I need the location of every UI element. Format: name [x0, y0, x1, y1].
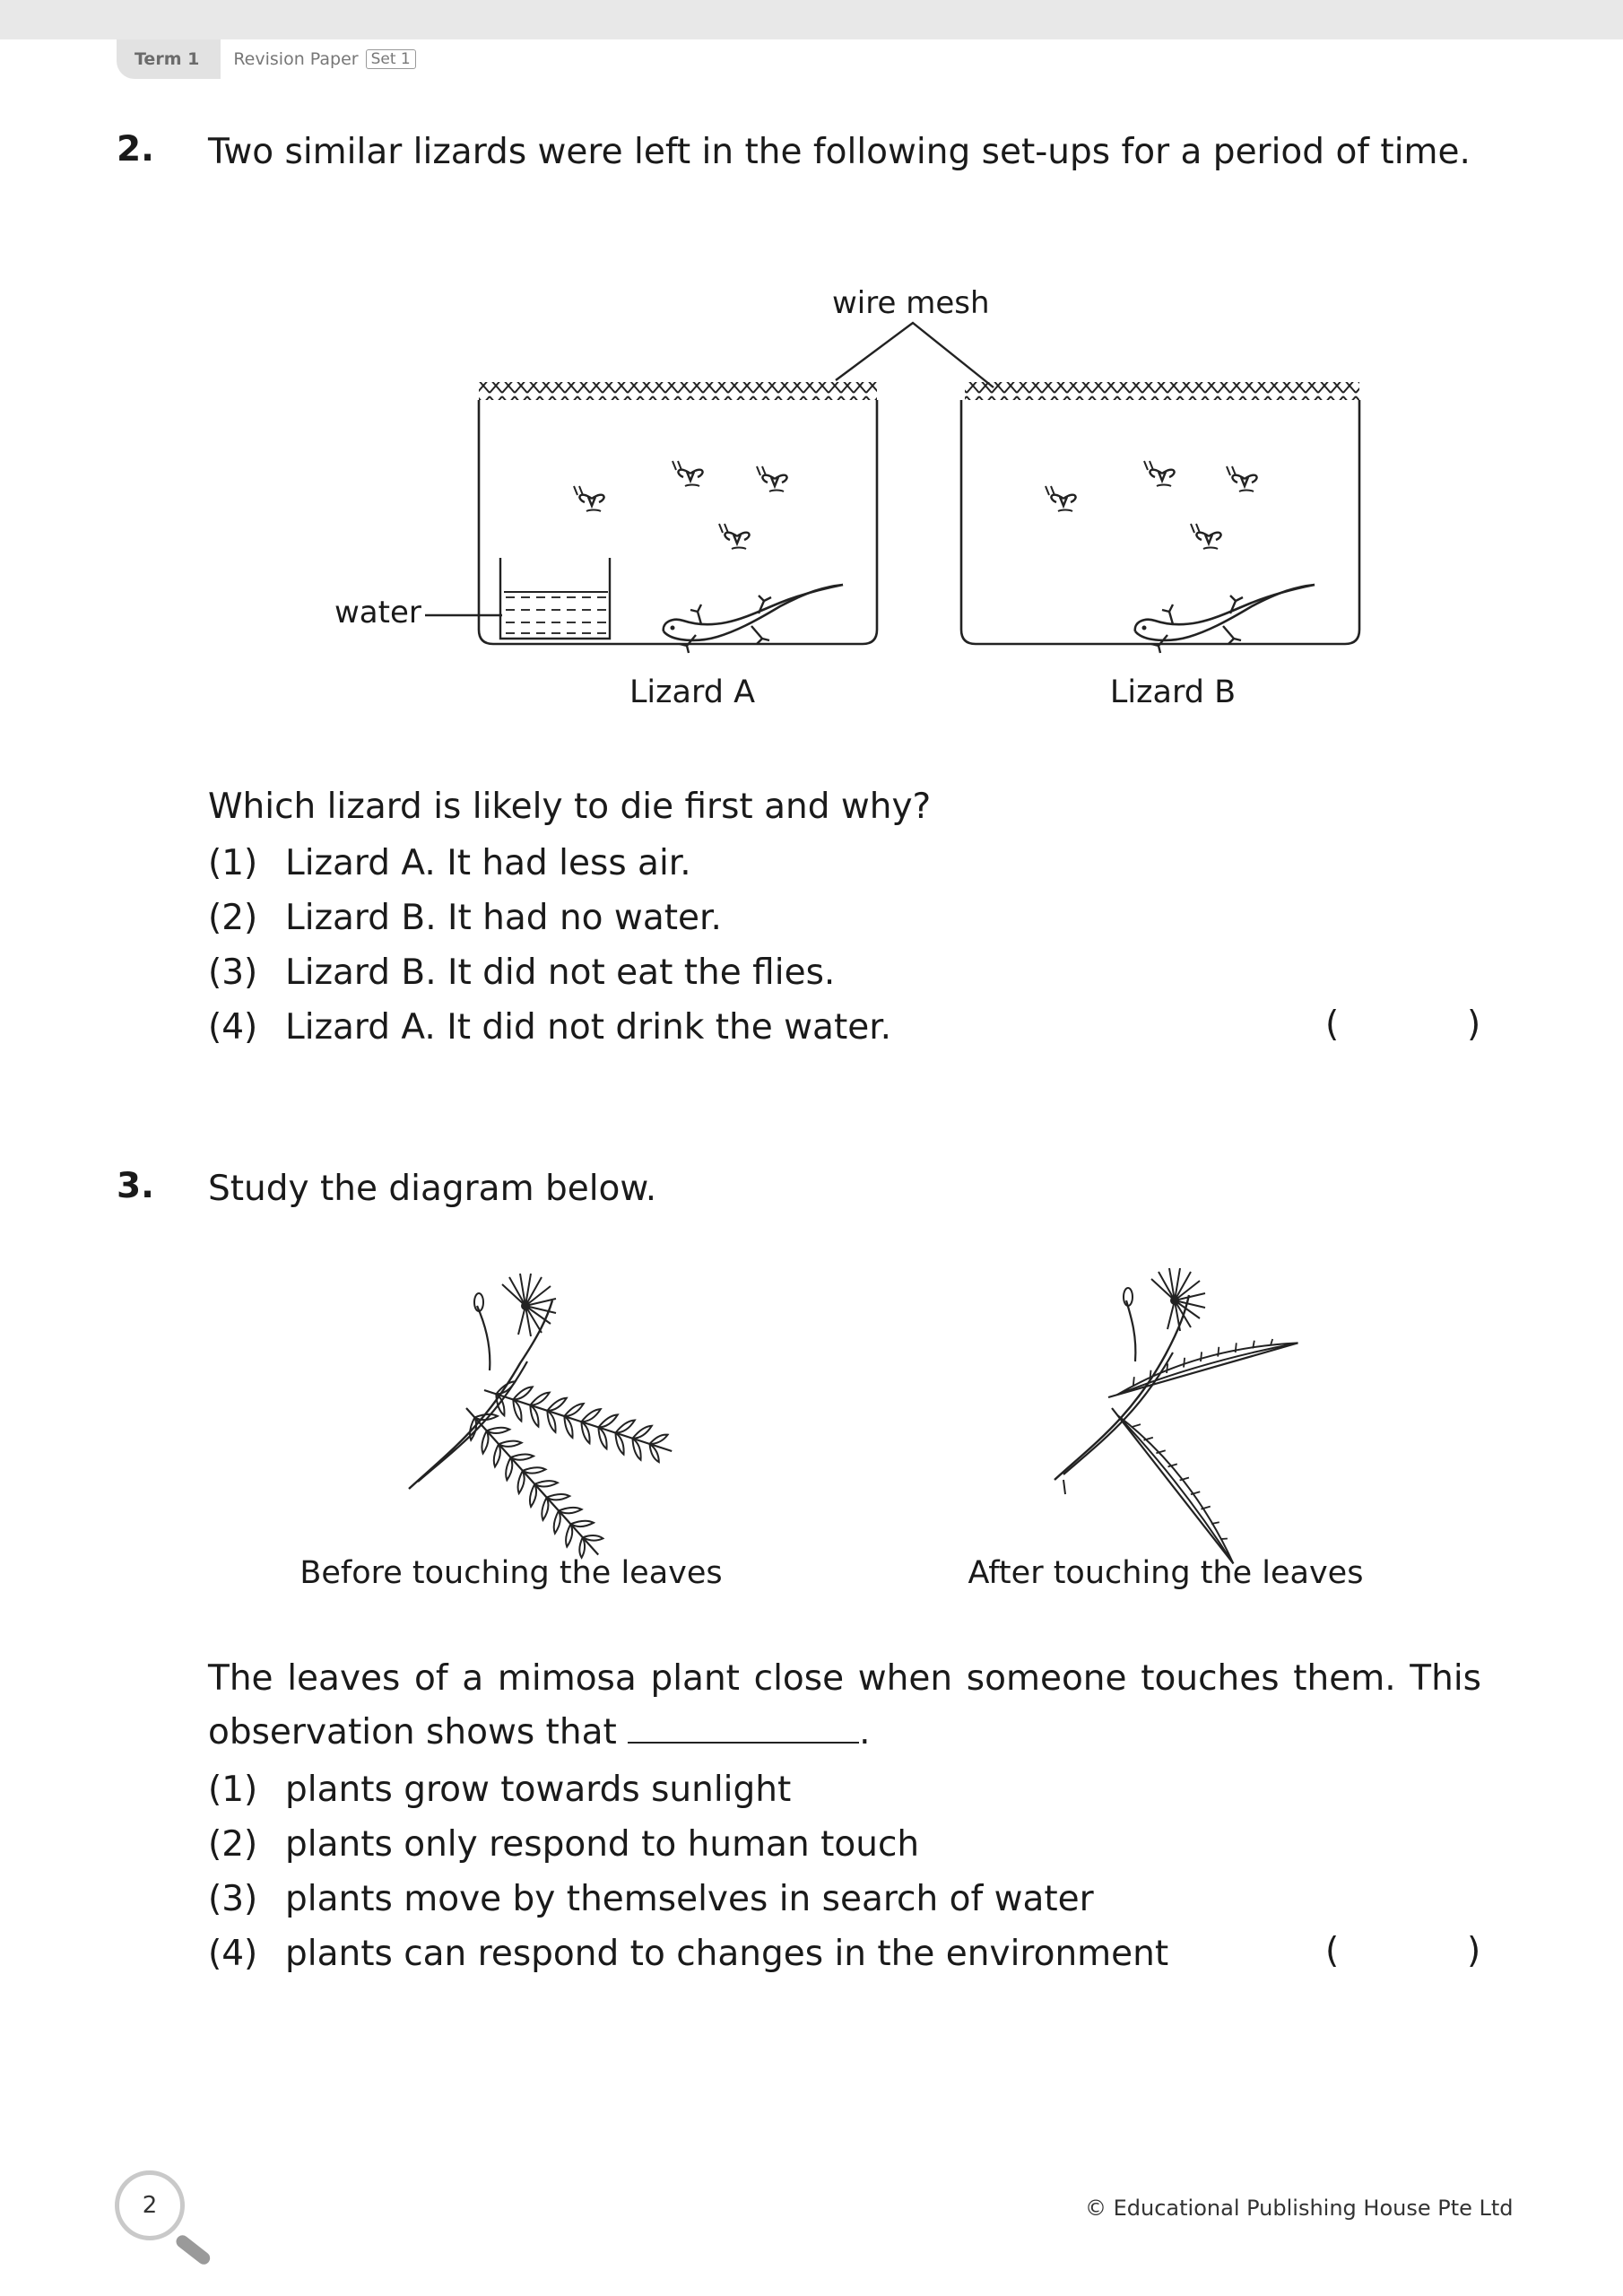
q2-option-1: (1) Lizard A. It had less air.	[208, 836, 691, 891]
lizard-a-label: Lizard A	[629, 674, 756, 710]
option-number: (4)	[208, 1007, 258, 1048]
term-tab: Term 1	[117, 39, 221, 79]
option-text: Lizard B. It had no water.	[285, 898, 722, 938]
lizard-setups-diagram	[425, 321, 1361, 655]
question-3-stem: Study the diagram below.	[208, 1169, 657, 1209]
q3-option-3: (3) plants move by themselves in search o…	[208, 1872, 1094, 1926]
question-3-text: The leaves of a mimosa plant close when …	[208, 1658, 1481, 1752]
option-text: plants move by themselves in search of w…	[285, 1879, 1094, 1919]
option-number: (1)	[208, 1770, 258, 1810]
caption-after: After touching the leaves	[968, 1555, 1364, 1591]
question-3-prompt: The leaves of a mimosa plant close when …	[208, 1658, 1481, 1752]
copyright: © Educational Publishing House Pte Ltd	[1085, 2196, 1514, 2221]
header-tabs: Term 1 Revision Paper Set 1	[117, 39, 416, 79]
caption-before: Before touching the leaves	[299, 1555, 723, 1591]
q2-answer-open: (	[1325, 1004, 1340, 1045]
option-text: Lizard A. It had less air.	[285, 843, 691, 883]
option-number: (3)	[208, 952, 258, 993]
option-number: (2)	[208, 1824, 258, 1865]
question-3-number: 3.	[117, 1166, 154, 1206]
top-band	[0, 0, 1623, 39]
q3-answer-close: )	[1467, 1931, 1481, 1971]
option-number: (3)	[208, 1879, 258, 1919]
mesh-a	[479, 382, 877, 400]
q3-option-1: (1) plants grow towards sunlight	[208, 1762, 791, 1817]
lizard-b-label: Lizard B	[1109, 674, 1237, 710]
option-number: (2)	[208, 898, 258, 938]
mimosa-diagram	[408, 1267, 1299, 1568]
question-2-number: 2.	[117, 129, 154, 170]
option-number: (4)	[208, 1934, 258, 1974]
mesh-b	[965, 382, 1359, 400]
option-text: Lizard A. It did not drink the water.	[285, 1007, 892, 1048]
water-label: water	[334, 595, 421, 631]
wire-mesh-label: wire mesh	[832, 285, 990, 321]
q2-answer-close: )	[1467, 1004, 1481, 1045]
option-text: Lizard B. It did not eat the flies.	[285, 952, 836, 993]
question-2-stem: Two similar lizards were left in the fol…	[208, 132, 1471, 172]
paper-label: Revision Paper	[233, 49, 359, 69]
question-2-prompt: Which lizard is likely to die first and …	[208, 787, 932, 827]
answer-blank	[628, 1709, 860, 1744]
option-text: plants only respond to human touch	[285, 1824, 920, 1865]
magnifier-handle-icon	[173, 2232, 213, 2267]
q2-option-2: (2) Lizard B. It had no water.	[208, 891, 722, 945]
q3-option-4: (4) plants can respond to changes in the …	[208, 1926, 1168, 1981]
option-text: plants can respond to changes in the env…	[285, 1934, 1169, 1974]
set-badge: Set 1	[365, 49, 416, 69]
q2-option-3: (3) Lizard B. It did not eat the flies.	[208, 945, 835, 1000]
option-text: plants grow towards sunlight	[285, 1770, 792, 1810]
q3-option-2: (2) plants only respond to human touch	[208, 1817, 919, 1872]
option-number: (1)	[208, 843, 258, 883]
page-number: 2	[115, 2170, 185, 2240]
q3-answer-open: (	[1325, 1931, 1340, 1971]
q2-option-4: (4) Lizard A. It did not drink the water.	[208, 1000, 891, 1055]
